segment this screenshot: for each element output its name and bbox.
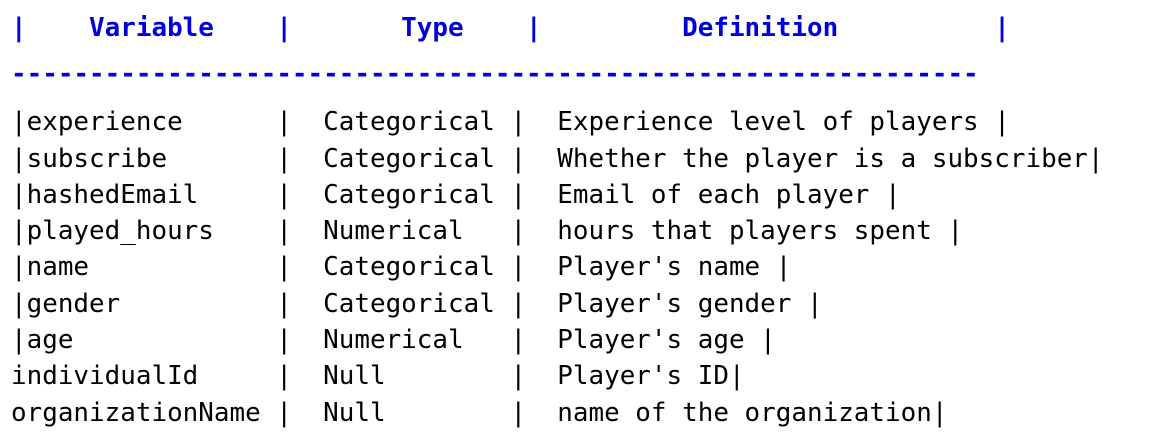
table-row: |age | Numerical | Player's age | xyxy=(11,325,776,356)
table-row: |name | Categorical | Player's name | xyxy=(11,252,792,283)
table-row: |gender | Categorical | Player's gender … xyxy=(11,288,823,319)
table-row: |played_hours | Numerical | hours that p… xyxy=(11,216,964,247)
header-separator: ----------------------------------------… xyxy=(11,59,979,90)
table-header: | Variable | Type | Definition | xyxy=(11,13,1010,43)
table-row: |subscribe | Categorical | Whether the p… xyxy=(11,143,1104,174)
table-row: |hashedEmail | Categorical | Email of ea… xyxy=(11,179,901,210)
table-row: organizationName | Null | name of the or… xyxy=(11,397,948,428)
table-row: individualId | Null | Player's ID| xyxy=(11,361,745,392)
markdown-table-block: | Variable | Type | Definition | -------… xyxy=(11,10,1104,431)
table-row: |experience | Categorical | Experience l… xyxy=(11,107,1010,138)
